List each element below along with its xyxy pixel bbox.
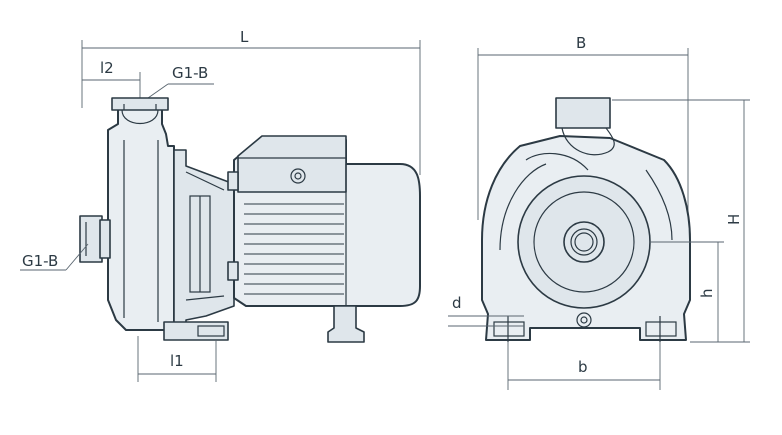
outlet-leader-diag — [147, 83, 169, 99]
drain-plug-inner — [580, 316, 588, 324]
outlet-neck — [121, 109, 159, 124]
label-l2: l2 — [100, 59, 114, 77]
label-outlet-thread: G1-B — [172, 64, 208, 82]
motor-foot — [327, 305, 365, 343]
label-h: h — [698, 288, 716, 298]
front-outlet-neck — [561, 127, 615, 156]
right-foot-slot — [645, 321, 677, 337]
terminal-screw-outer — [290, 168, 306, 184]
cooling-fins — [244, 203, 344, 295]
terminal-box — [237, 135, 347, 193]
motor-bracket — [173, 149, 235, 333]
volute-curve-1 — [525, 152, 589, 171]
volute-curve-2 — [645, 169, 673, 241]
casing-foot-slot — [197, 325, 225, 337]
label-l1: l1 — [170, 352, 184, 370]
front-outlet-flange — [555, 97, 611, 129]
label-d: d — [452, 294, 462, 312]
front-disc-inner — [533, 191, 635, 293]
motor-clip-top — [227, 171, 239, 191]
inlet-hub-bore — [574, 232, 594, 252]
motor-clip-bottom — [227, 261, 239, 281]
bracket-rib-bottom — [185, 295, 225, 301]
inlet-hub-outer — [563, 221, 605, 263]
front-view: B H h d — [448, 34, 750, 390]
label-H: H — [725, 214, 743, 225]
inlet-hub-inner — [570, 228, 598, 256]
volute-casing — [107, 103, 175, 331]
casing-foot — [163, 321, 229, 341]
terminal-screw-inner — [294, 172, 302, 180]
label-b: b — [578, 358, 588, 376]
bracket-rib-top — [185, 171, 225, 191]
label-inlet-thread: G1-B — [22, 252, 58, 270]
label-B: B — [576, 34, 586, 52]
label-L: L — [240, 28, 249, 46]
side-view: L l2 G1-B G1-B — [20, 28, 421, 382]
left-foot-slot — [493, 321, 525, 337]
outlet-flange — [111, 97, 169, 111]
inlet-leader-diag — [65, 243, 89, 271]
inlet-flange — [79, 215, 103, 263]
drain-plug-outer — [576, 312, 592, 328]
volute-curve-3 — [499, 163, 547, 251]
inlet-neck — [99, 219, 111, 259]
